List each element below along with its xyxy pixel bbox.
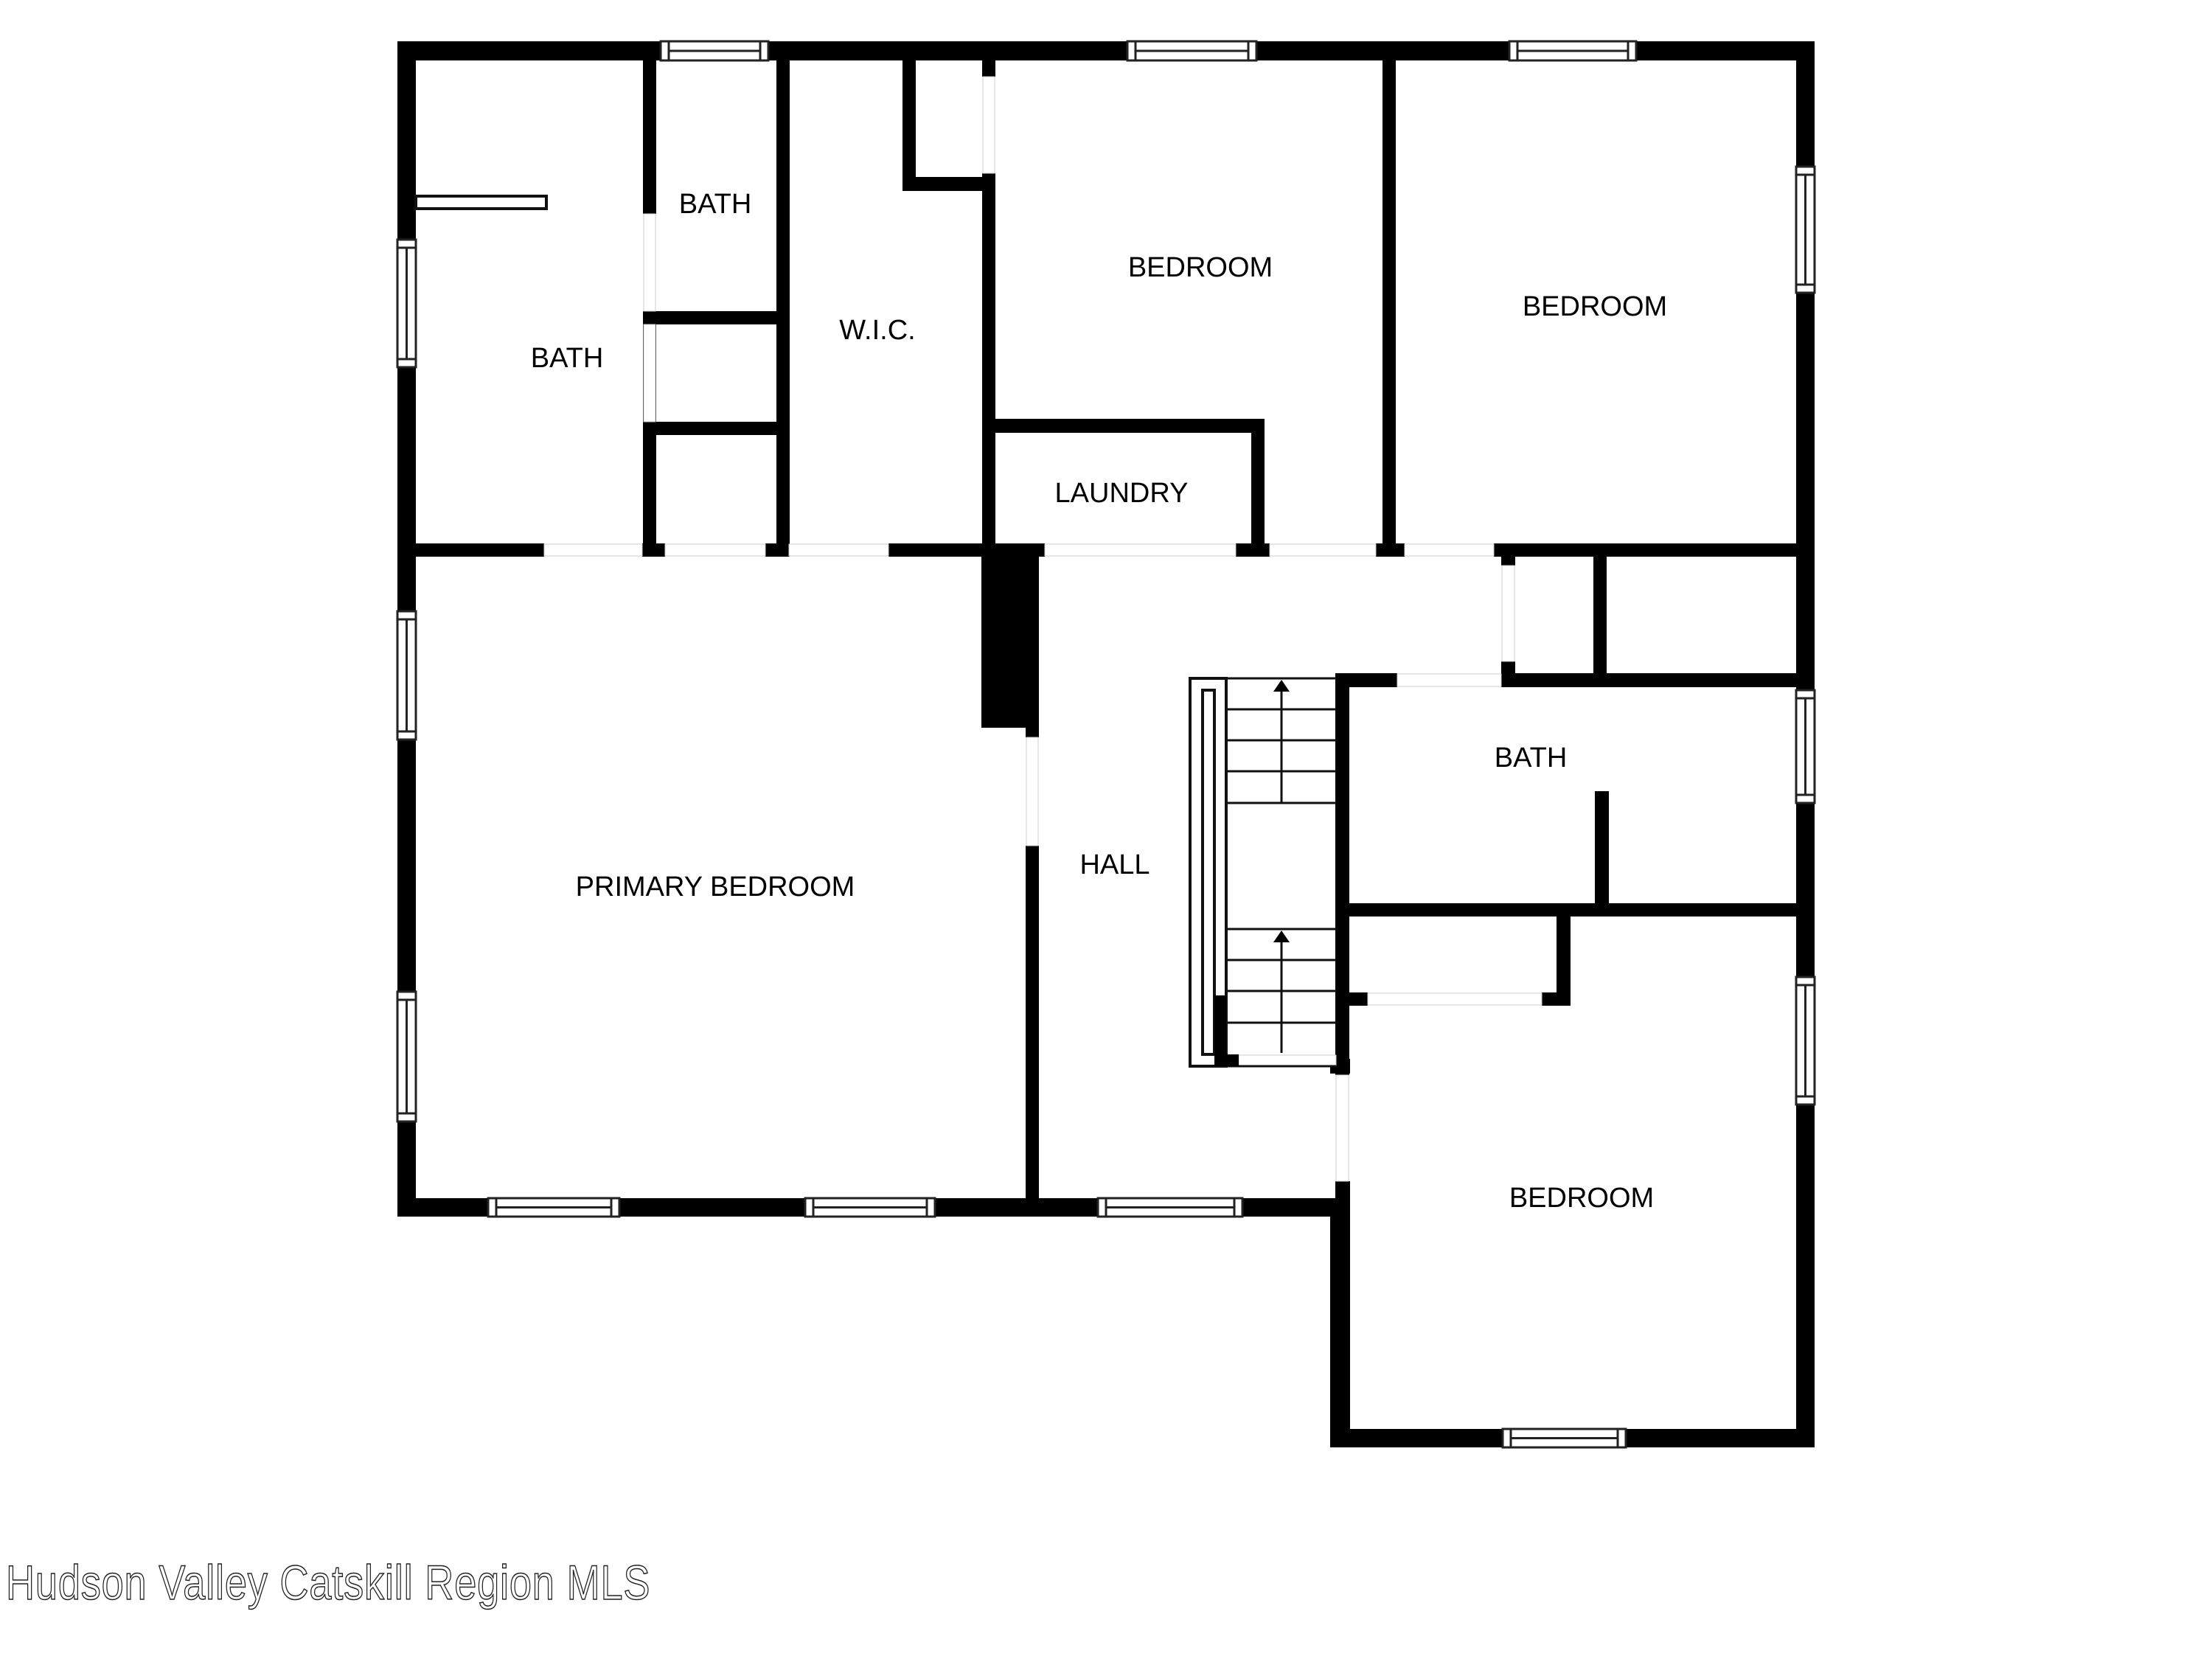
- wall-segment: [643, 422, 790, 435]
- window-icon: [487, 1197, 621, 1218]
- wall-segment: [1335, 903, 1796, 917]
- wall-segment: [1557, 917, 1571, 1006]
- window-icon: [1795, 689, 1816, 804]
- room-label-hall: HALL: [1079, 849, 1150, 880]
- door-opening: [643, 213, 656, 312]
- door-opening: [1501, 565, 1515, 662]
- wall-segment: [1501, 673, 1796, 687]
- stair-direction-arrow-icon: [1273, 680, 1290, 803]
- wall-segment: [642, 543, 665, 557]
- wall-segment: [1593, 557, 1607, 687]
- window-icon: [659, 40, 770, 62]
- wall-segment: [1349, 992, 1368, 1006]
- window-icon: [1795, 165, 1816, 294]
- window-icon: [1096, 1197, 1244, 1218]
- wall-segment: [982, 173, 995, 557]
- door-opening: [1238, 1054, 1337, 1066]
- shower-glass-partition: [414, 195, 548, 210]
- wall-segment: [1026, 846, 1039, 1198]
- window-icon: [1501, 1427, 1627, 1449]
- wall-segment: [1330, 1198, 1350, 1447]
- stair-railing-inner: [1201, 689, 1216, 1056]
- door-opening: [1044, 543, 1237, 557]
- window-icon: [1508, 40, 1638, 62]
- room-label-bedroom-1: BEDROOM: [1128, 252, 1273, 283]
- door-opening: [982, 76, 995, 174]
- wall-segment: [765, 543, 789, 557]
- door-opening: [1404, 543, 1495, 557]
- wall-segment: [902, 177, 995, 191]
- wall-segment: [1501, 557, 1515, 566]
- wall-segment: [1335, 1181, 1350, 1208]
- wall-segment: [416, 543, 544, 557]
- door-opening: [543, 543, 643, 557]
- door-opening: [1367, 992, 1543, 1006]
- door-opening: [1335, 1074, 1349, 1182]
- door-opening: [643, 324, 656, 422]
- room-label-bedroom-2: BEDROOM: [1523, 291, 1667, 322]
- wall-segment: [1382, 60, 1396, 557]
- window-icon: [396, 610, 417, 741]
- wall-segment: [776, 60, 790, 557]
- wall-segment: [1236, 543, 1270, 557]
- wall-segment: [1376, 543, 1405, 557]
- window-icon: [396, 238, 417, 369]
- room-label-bedroom-3: BEDROOM: [1509, 1183, 1654, 1214]
- wall-segment: [1494, 543, 1796, 557]
- mls-watermark: Hudson Valley Catskill Region MLS: [5, 1554, 651, 1610]
- windows-group: [396, 40, 1816, 1449]
- wall-segment: [1251, 419, 1265, 557]
- window-icon: [1795, 975, 1816, 1106]
- door-opening: [1397, 673, 1502, 687]
- window-icon: [1126, 40, 1258, 62]
- wall-segment: [982, 60, 995, 77]
- staircase: [1189, 677, 1336, 1068]
- door-openings-group: [543, 76, 1543, 1182]
- room-label-bath-left: BATH: [531, 343, 604, 374]
- wall-segment: [1595, 791, 1609, 903]
- room-labels-group: BATH BATH W.I.C. BEDROOM BEDROOM LAUNDRY HALL P…: [531, 189, 1667, 1214]
- wall-segment: [1542, 992, 1571, 1006]
- window-icon: [396, 990, 417, 1123]
- wall-segment: [643, 311, 790, 324]
- room-label-bath-small: BATH: [679, 189, 752, 220]
- glass-panel-icon: [414, 195, 548, 210]
- wall-segment: [1026, 543, 1039, 737]
- wall-segment: [1335, 673, 1397, 687]
- wall-segment: [982, 419, 1265, 433]
- room-label-wic: W.I.C.: [839, 315, 915, 346]
- room-label-laundry: LAUNDRY: [1055, 478, 1189, 509]
- room-label-bath-right: BATH: [1495, 742, 1568, 773]
- window-icon: [804, 1197, 936, 1218]
- wall-segment: [902, 60, 916, 191]
- stair-direction-arrow-icon: [1273, 931, 1290, 1053]
- door-opening: [788, 543, 889, 557]
- wall-segment: [643, 60, 656, 214]
- door-opening: [1026, 737, 1039, 846]
- door-opening: [664, 543, 766, 557]
- wall-segment: [1335, 673, 1349, 1075]
- room-label-primary-bedroom: PRIMARY BEDROOM: [576, 872, 855, 902]
- door-opening: [1269, 543, 1377, 557]
